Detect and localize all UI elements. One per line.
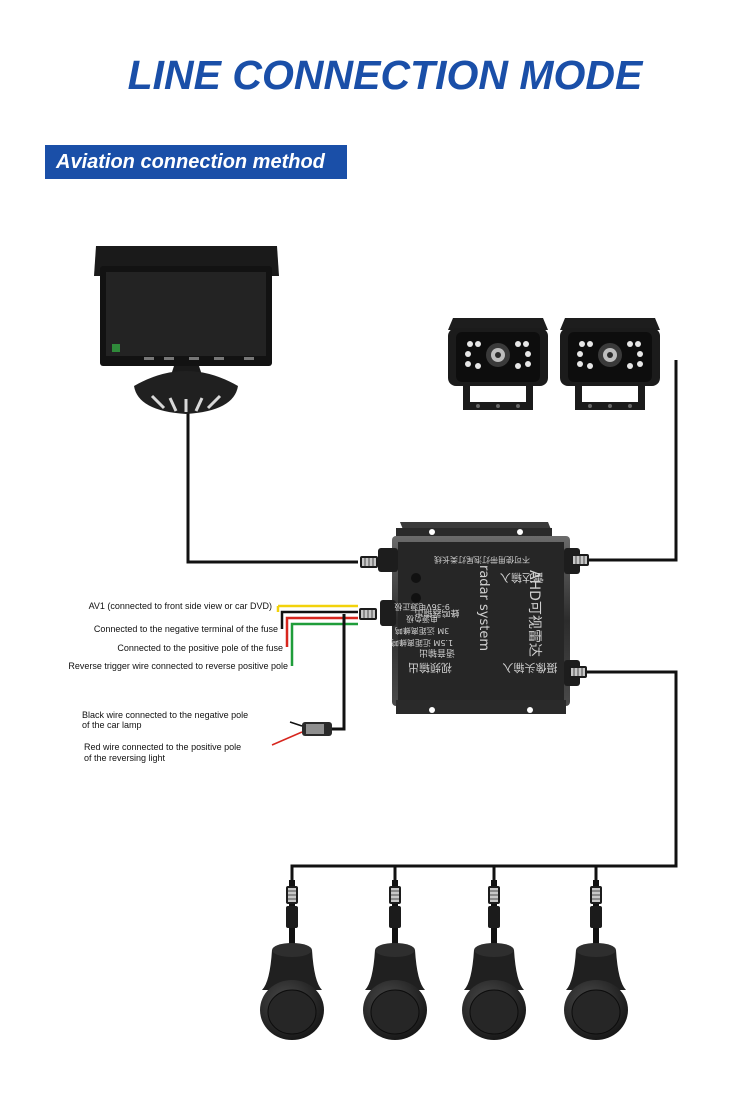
section-label: Aviation connection method: [45, 145, 347, 179]
box-audio-out-text: 语音输出: [419, 647, 455, 659]
reverse-trigger-label: Reverse trigger wire connected to revers…: [68, 661, 288, 671]
box-video-out-text: 视频输出: [408, 661, 452, 675]
box-radar-system-text: radar system: [476, 565, 491, 651]
camera-right: [560, 318, 660, 410]
black-wire-label-line2: of the car lamp: [82, 720, 142, 730]
box-spec-1: 1.5M 近距离蜂鸣: [391, 638, 453, 648]
fuse-positive-wire: [285, 616, 358, 647]
red-wire-label-line1: Red wire connected to the positive pole: [84, 742, 242, 752]
lamp-black-wire: [289, 721, 303, 727]
camera-left: [448, 318, 548, 410]
box-buzzer-out-text: 蜂鸣器输出: [414, 607, 459, 619]
radar-sensor-2: [363, 880, 427, 1040]
radar-in-connector: [569, 666, 587, 678]
box-ahd-text: AHD可视雷达: [526, 570, 542, 657]
display-monitor: [94, 246, 279, 414]
box-spec-2: 3M 远距离蜂鸣: [395, 626, 450, 636]
box-footer-note: 不可使用带灯泡尾灯类长线: [434, 555, 530, 565]
box-spec-3: 电源负极: [406, 614, 438, 624]
red-wire-label-line2: of the reversing light: [84, 753, 166, 763]
lamp-cable: [330, 614, 346, 731]
av1-label: AV1 (connected to front side view or car…: [88, 601, 272, 611]
reverse-trigger-wire: [290, 622, 358, 666]
radar-sensor-4: [564, 880, 628, 1040]
fuse-positive-label: Connected to the positive pole of the fu…: [117, 643, 283, 653]
box-radar-in-text: 雷达输入: [500, 571, 544, 585]
box-camera-in-text: 摄像头输入: [503, 661, 558, 675]
page-title: LINE CONNECTION MODE: [127, 52, 643, 98]
video-out-connector: [360, 556, 378, 568]
lamp-red-wire: [271, 731, 303, 746]
fuse-negative-wire: [280, 610, 358, 629]
camera-in-connector: [571, 554, 589, 566]
monitor-video-wire: [186, 410, 358, 564]
fuse-negative-label: Connected to the negative terminal of th…: [93, 624, 278, 634]
box-spec-4: 9-36V电源正极: [394, 602, 450, 612]
radar-wire: [290, 670, 678, 880]
buzzer-out-connector: [359, 608, 377, 620]
black-wire-label-line1: Black wire connected to the negative pol…: [82, 710, 249, 720]
radar-sensor-1: [260, 880, 324, 1040]
control-box: 视频输出 摄像头输入 语音输出 蜂鸣器输出 雷达输入 1.5M 近距离蜂鸣 3M…: [378, 522, 580, 714]
radar-sensor-3: [462, 880, 526, 1040]
camera-wire: [588, 360, 678, 562]
